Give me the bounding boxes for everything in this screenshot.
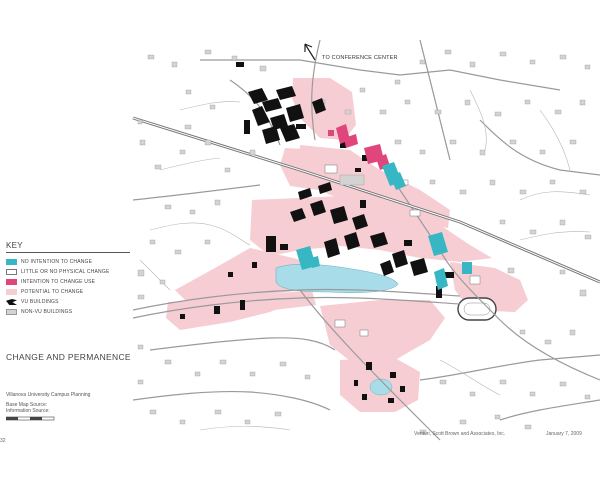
north-arrow <box>304 43 316 61</box>
credit-line: Venturi, Scott Brown and Associates, Inc… <box>414 431 506 437</box>
plan-date: January 7, 2009 <box>546 431 582 437</box>
key-label: LITTLE OR NO PHYSICAL CHANGE <box>21 269 110 275</box>
base-map-source: Base Map Source: <box>6 402 48 408</box>
vu-buildings-swatch <box>6 299 17 305</box>
key-item-no-intention: NO INTENTION TO CHANGE <box>6 257 130 267</box>
page-number: 32 <box>0 438 6 444</box>
scale-bar <box>6 416 55 421</box>
key-divider <box>6 252 130 253</box>
no-intention-swatch <box>6 259 17 265</box>
key-title: KEY <box>6 241 23 250</box>
little-change-swatch <box>6 269 17 275</box>
key-label: NO INTENTION TO CHANGE <box>21 259 93 265</box>
pond <box>275 263 399 294</box>
key-item-non-vu-buildings: NON-VU BUILDINGS <box>6 307 130 317</box>
key-item-potential: POTENTIAL TO CHANGE <box>6 287 130 297</box>
conference-center-direction-label: TO CONFERENCE CENTER <box>322 55 398 61</box>
railway <box>132 116 600 284</box>
information-source: Information Source: <box>6 408 50 414</box>
key-item-vu-buildings: VU BUILDINGS <box>6 297 130 307</box>
key-label: VU BUILDINGS <box>21 299 59 305</box>
potential-swatch <box>6 289 17 295</box>
non-vu-buildings-swatch <box>6 309 17 315</box>
athletic-track <box>457 297 497 321</box>
change-use-swatch <box>6 279 17 285</box>
map-key: KEY NO INTENTION TO CHANGE LITTLE OR NO … <box>6 241 130 317</box>
key-label: NON-VU BUILDINGS <box>21 309 73 315</box>
key-label: INTENTION TO CHANGE USE <box>21 279 96 285</box>
non-vu-buildings <box>137 49 592 435</box>
roads <box>132 39 600 441</box>
vu-buildings <box>180 62 454 403</box>
key-label: POTENTIAL TO CHANGE <box>21 289 84 295</box>
key-item-change-use: INTENTION TO CHANGE USE <box>6 277 130 287</box>
minor-roads <box>139 89 591 431</box>
plan-title: CHANGE AND PERMANENCE <box>6 352 131 362</box>
key-item-little-change: LITTLE OR NO PHYSICAL CHANGE <box>6 267 130 277</box>
organization-name: Villanova University Campus Planning <box>6 392 91 398</box>
no-intention-buildings <box>296 162 472 290</box>
small-pond <box>369 378 393 396</box>
intention-to-change-buildings <box>328 124 390 170</box>
